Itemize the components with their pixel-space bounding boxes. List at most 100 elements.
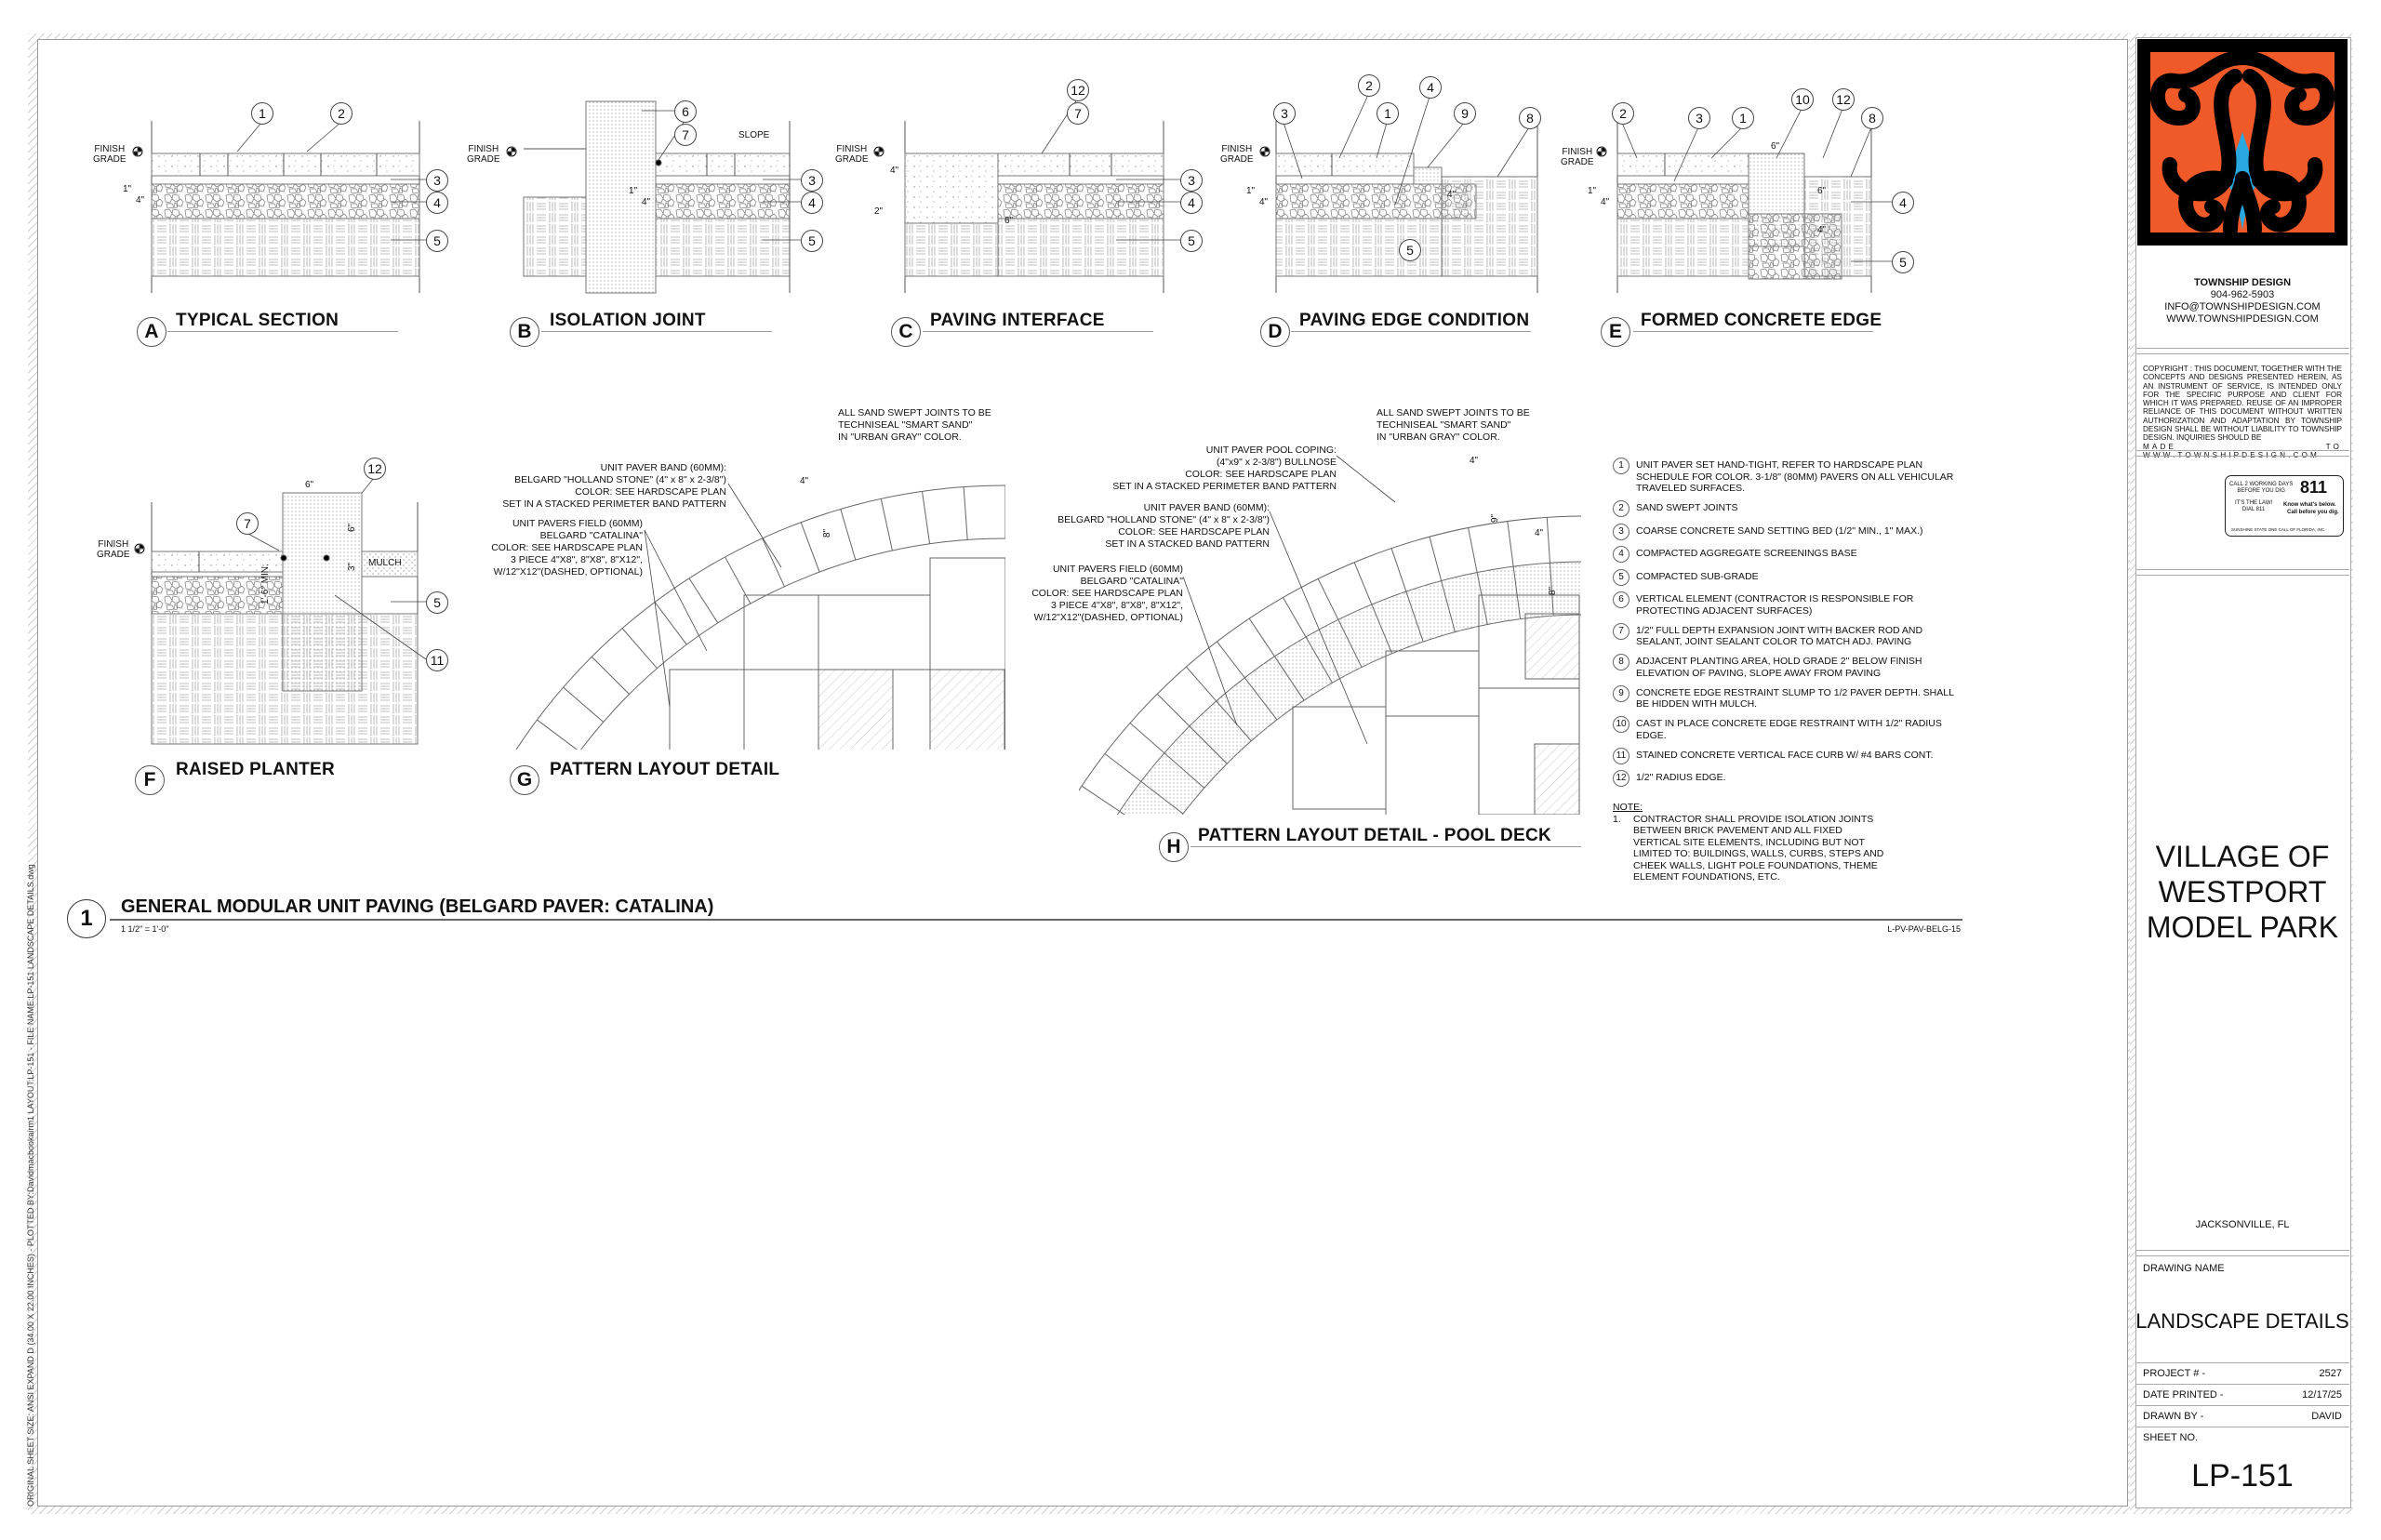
detail-letter: D xyxy=(1260,317,1290,347)
dimension: 1" xyxy=(1246,186,1256,196)
dig-footer: SUNSHINE STATE ONE CALL OF FLORIDA, INC. xyxy=(2231,527,2326,532)
copyright-last: MADE TO WWW.TOWNSHIPDESIGN.COM xyxy=(2143,442,2342,459)
callout: 5 xyxy=(426,591,448,614)
callout: 4 xyxy=(1419,76,1442,99)
finish-grade-label: FINISH GRADE xyxy=(1220,144,1254,165)
paver-joint xyxy=(621,628,658,670)
project-location: JACKSONVILLE, FL xyxy=(2195,1219,2290,1230)
finish-grade-label: FINISH GRADE xyxy=(467,144,500,165)
leader-line xyxy=(1283,122,1303,179)
callout: 3 xyxy=(1273,102,1296,125)
dimension: 4" xyxy=(800,476,809,486)
keynote-text: ADJACENT PLANTING AREA, HOLD GRADE 2" BE… xyxy=(1636,656,1922,679)
title-underline xyxy=(1633,331,1873,332)
coping-label: UNIT PAVER POOL COPING: (4"x9" x 2-3/8")… xyxy=(1112,445,1337,492)
keynote-item: 10 CAST IN PLACE CONCRETE EDGE RESTRAINT … xyxy=(1613,716,1966,741)
heading-underline xyxy=(110,919,1962,921)
title-underline xyxy=(167,331,398,332)
detail-letter: F xyxy=(135,765,165,795)
title-block-area xyxy=(2135,37,2351,1508)
paver-joint xyxy=(563,686,605,723)
sand-note: ALL SAND SWEPT JOINTS TO BE TECHNISEAL "… xyxy=(1377,407,1530,443)
divider xyxy=(2135,569,2349,570)
callout: 8 xyxy=(1861,107,1883,129)
pattern-layout-h xyxy=(985,515,1581,1057)
callout: 11 xyxy=(426,649,448,671)
field-paver xyxy=(929,557,1005,670)
callout: 5 xyxy=(801,230,823,252)
paver-joint xyxy=(458,866,507,884)
callout: 9 xyxy=(1454,102,1476,125)
callout: 1 xyxy=(251,102,273,125)
callout: 7 xyxy=(1067,102,1089,125)
mulch-label: MULCH xyxy=(368,558,402,568)
paver-joint xyxy=(1042,855,1130,898)
keynote-text: STAINED CONCRETE VERTICAL FACE CURB W/ #… xyxy=(1636,749,1934,761)
keynote-text: COARSE CONCRETE SAND SETTING BED (1/2" M… xyxy=(1636,524,1923,537)
leader-line xyxy=(1776,108,1802,159)
title-underline xyxy=(541,331,772,332)
detail-letter: G xyxy=(510,765,539,795)
detail-title: TYPICAL SECTION xyxy=(176,311,339,330)
paver-layer xyxy=(1616,153,1749,177)
pattern-layout-g xyxy=(458,485,1005,884)
label: DRAWING NAME xyxy=(2143,1263,2225,1274)
detail-title: PAVING EDGE CONDITION xyxy=(1299,311,1530,330)
field-paver-hatched xyxy=(1534,743,1580,815)
dimension: 9" xyxy=(1490,513,1500,523)
paver-joint xyxy=(1353,562,1393,654)
paver-joint xyxy=(985,1044,1083,1057)
divider xyxy=(2135,1405,2349,1406)
field-paver xyxy=(1385,650,1480,717)
paver-joint xyxy=(1283,597,1333,684)
finish-grade-label: FINISH GRADE xyxy=(93,144,126,165)
divider xyxy=(2135,1255,2349,1256)
keynote-number: 10 xyxy=(1613,716,1629,733)
finish-grade-label: FINISH GRADE xyxy=(97,539,130,560)
leader-line xyxy=(1338,94,1369,159)
firm-email[interactable]: INFO@TOWNSHIPDESIGN.COM xyxy=(2164,301,2321,312)
note-number: 1. xyxy=(1613,813,1621,825)
paver-joint xyxy=(880,498,893,551)
dimension: 4" xyxy=(1470,456,1479,466)
project-name: VILLAGE OF WESTPORT MODEL PARK xyxy=(2146,840,2339,944)
firm-website[interactable]: WWW.TOWNSHIPDESIGN.COM xyxy=(2166,313,2319,325)
rebar xyxy=(323,554,330,562)
note-heading: NOTE: xyxy=(1613,802,1643,813)
keynote-text: CONCRETE EDGE RESTRAINT SLUMP TO 1/2 PAV… xyxy=(1636,686,1954,710)
keynote-number: 2 xyxy=(1613,500,1629,517)
finish-grade-label: FINISH GRADE xyxy=(1561,147,1594,167)
paver-joint xyxy=(1429,537,1456,632)
note-text: CONTRACTOR SHALL PROVIDE ISOLATION JOINT… xyxy=(1633,813,1884,883)
drawing-name: LANDSCAPE DETAILS xyxy=(2135,1309,2349,1333)
detail-letter: C xyxy=(891,317,921,347)
keynote-text: CAST IN PLACE CONCRETE EDGE RESTRAINT WI… xyxy=(1636,718,1942,741)
dimension: 8" xyxy=(822,528,832,538)
callout: 3 xyxy=(426,169,448,192)
dimension: 6" xyxy=(305,480,314,490)
field-label: UNIT PAVERS FIELD (60MM) BELGARD "CATALI… xyxy=(491,518,643,578)
dimension: 1'-6" MIN. xyxy=(260,564,271,604)
divider xyxy=(2135,450,2349,451)
callout: 2 xyxy=(1358,74,1380,97)
callout: 10 xyxy=(1791,88,1814,111)
dig-law: IT'S THE LAW! DIAL 811 xyxy=(2235,500,2273,512)
leader-line xyxy=(361,477,375,494)
label: SHEET NO. xyxy=(2143,1432,2199,1443)
concrete-paving xyxy=(904,153,999,224)
dimension: 6" xyxy=(1004,216,1014,226)
paver-joint xyxy=(963,486,968,540)
paver-joint xyxy=(1468,527,1488,625)
leader-line xyxy=(1427,122,1465,168)
paver-joint xyxy=(1390,548,1424,643)
keynote-number: 11 xyxy=(1613,747,1629,764)
leader-line xyxy=(1822,108,1843,159)
paver-joint xyxy=(1081,785,1126,815)
paver-joint xyxy=(537,719,578,750)
dimension: 4" xyxy=(1259,197,1269,207)
